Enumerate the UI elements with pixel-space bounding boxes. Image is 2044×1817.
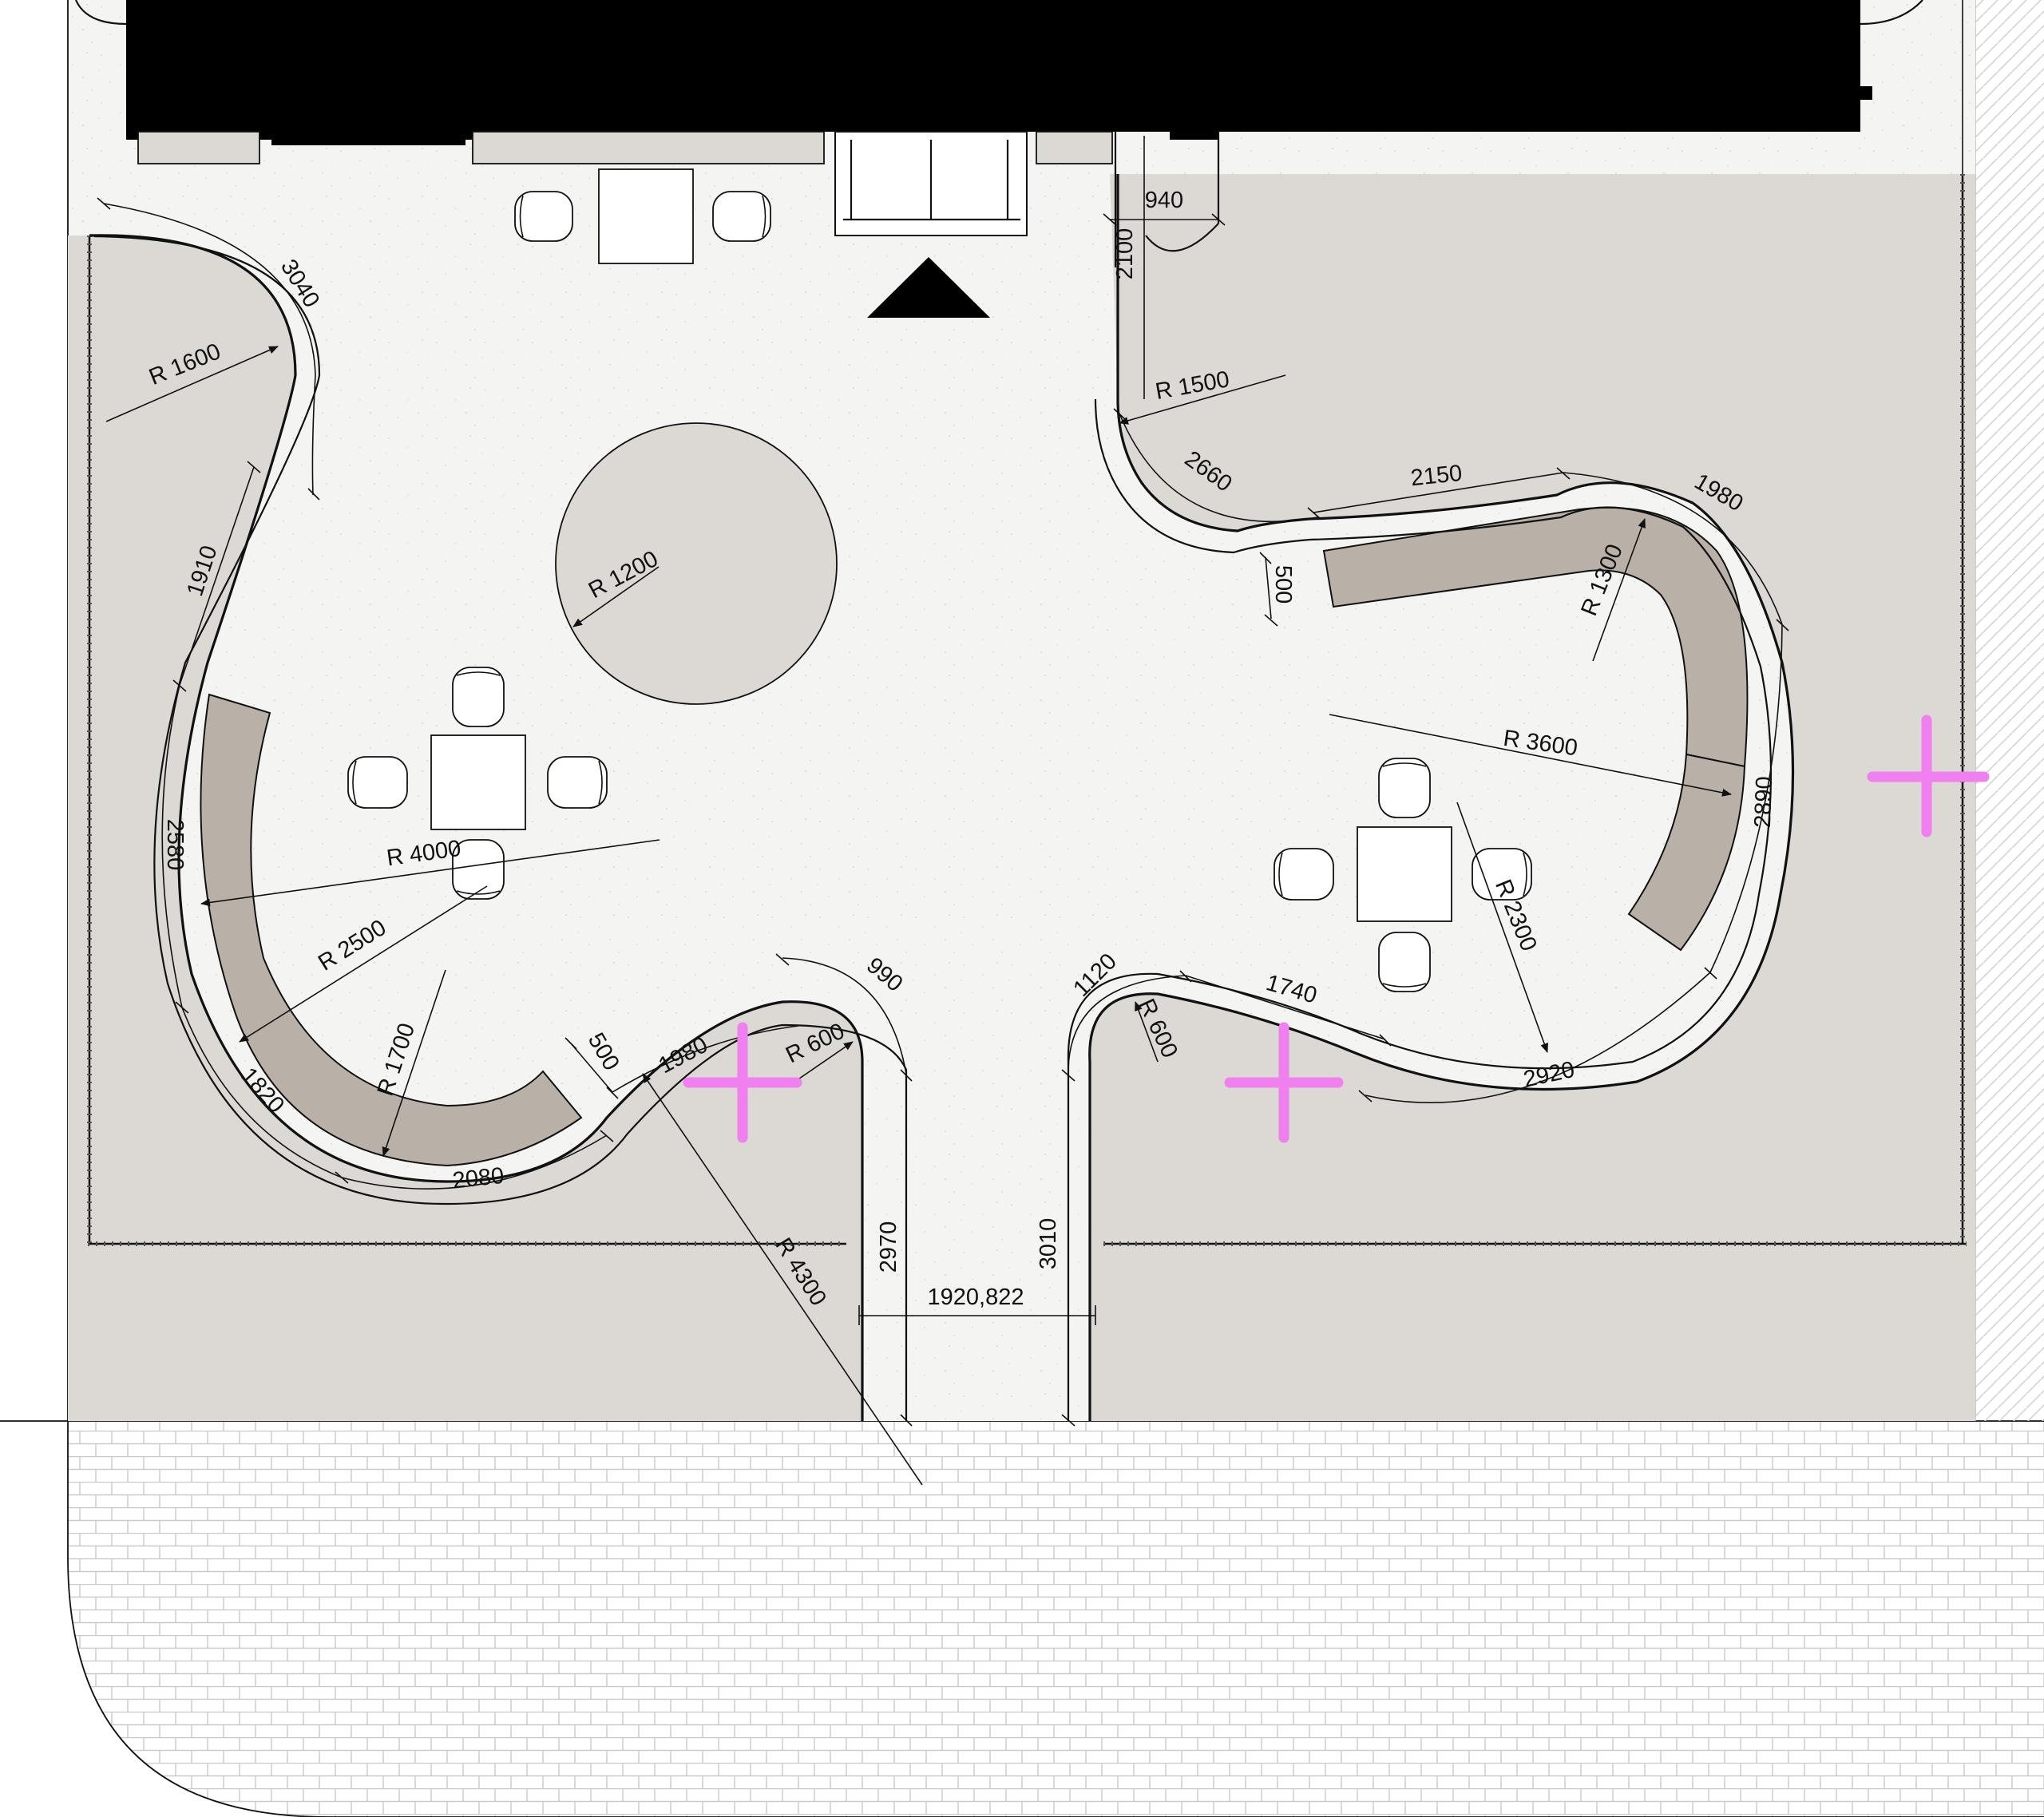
table-top	[598, 168, 694, 264]
chair-left-right	[547, 756, 608, 809]
chair-right-top	[1378, 758, 1431, 818]
dimension-lines	[97, 197, 1789, 1486]
round-planter	[555, 422, 838, 705]
dim-500-right: 500	[1270, 565, 1296, 604]
plus-marker-icon	[683, 1022, 802, 1143]
dim-2100: 2100	[1112, 228, 1138, 280]
chair-right-bottom	[1378, 932, 1431, 992]
chair-left-bottom	[452, 839, 505, 900]
chair-top-left	[514, 191, 573, 242]
entrance-steps	[834, 131, 1028, 236]
dim-940: 940	[1145, 188, 1183, 213]
hatched-strip	[1975, 0, 2044, 1421]
hedge-lines	[87, 174, 1967, 1246]
chair-left-top	[452, 667, 505, 727]
right-grey-area	[1089, 174, 1975, 1421]
left-counter	[200, 693, 583, 1167]
dim-2080: 2080	[451, 1163, 505, 1194]
chair-right-left	[1274, 848, 1334, 901]
chair-top-right	[712, 191, 771, 242]
grey-areas	[68, 174, 1975, 1421]
dim-2890: 2890	[1750, 776, 1777, 829]
table-group-left	[347, 667, 608, 900]
right-counter-upper	[1322, 506, 1749, 768]
table-right	[1357, 826, 1452, 922]
triangle-entrance-icon	[867, 257, 990, 318]
left-grey-area	[68, 235, 862, 1421]
plus-marker-icon	[1867, 715, 1990, 837]
dim-2970: 2970	[876, 1221, 901, 1273]
dim-2580: 2580	[162, 819, 188, 871]
plus-markers	[683, 715, 1990, 1143]
dim-2150: 2150	[1409, 461, 1464, 492]
table-left	[430, 734, 526, 830]
door-swing	[1114, 132, 1220, 399]
chair-left-left	[347, 756, 408, 809]
paving-area	[0, 1420, 2044, 1817]
dim-1920: 1920,822	[928, 1285, 1024, 1310]
table-group-top	[514, 168, 771, 264]
building	[74, 0, 1923, 164]
dim-3010: 3010	[1036, 1218, 1061, 1270]
right-counter-lower	[1627, 753, 1746, 952]
path-borders	[89, 174, 1795, 1421]
plus-marker-icon	[1224, 1022, 1344, 1143]
counters	[200, 506, 1749, 1167]
